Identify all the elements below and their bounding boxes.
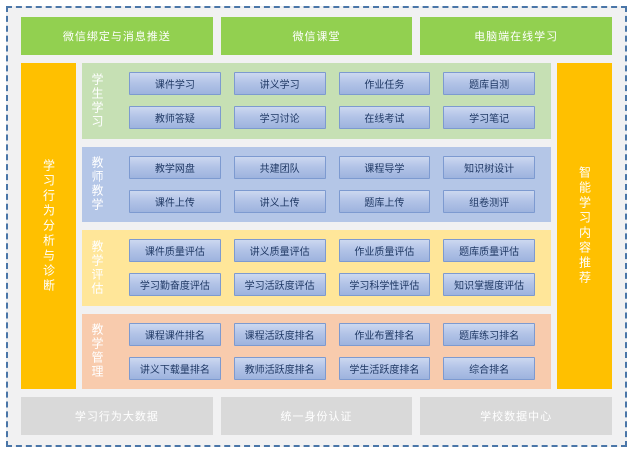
sections-column: 学生学习 课件学习 讲义学习 作业任务 题库自测 教师答疑 学习讨论 在线考试 … [82,63,551,389]
left-rail-label: 学习行为分析与诊断 [41,158,56,294]
module-grid: 教学网盘 共建团队 课程导学 知识树设计 课件上传 讲义上传 题库上传 组卷测评 [129,155,535,213]
module-button-online-exam[interactable]: 在线考试 [338,106,431,130]
module-button-course-courseware-ranking[interactable]: 课程课件排名 [129,322,221,346]
module-button-handout-quality-eval[interactable]: 讲义质量评估 [233,239,326,263]
module-button-question-bank-selftest[interactable]: 题库自测 [443,72,535,96]
module-button-activity-eval[interactable]: 学习活跃度评估 [233,273,326,297]
module-grid: 课件质量评估 讲义质量评估 作业质量评估 题库质量评估 学习勤奋度评估 学习活跃… [129,239,535,297]
module-button-homework-quality-eval[interactable]: 作业质量评估 [338,239,431,263]
module-button-course-guidance[interactable]: 课程导学 [338,155,431,179]
right-rail-label: 智能学习内容推荐 [577,166,592,286]
module-button-question-bank-upload[interactable]: 题库上传 [338,189,431,213]
section-label: 教学评估 [90,239,104,296]
module-button-learning-notes[interactable]: 学习笔记 [443,106,535,130]
module-button-teacher-qa[interactable]: 教师答疑 [129,106,221,130]
module-button-scientific-learning-eval[interactable]: 学习科学性评估 [338,273,431,297]
section-label: 学生学习 [90,72,104,129]
module-button-question-practice-ranking[interactable]: 题库练习排名 [443,322,535,346]
module-grid: 课程课件排名 课程活跃度排名 作业布置排名 题库练习排名 讲义下载量排名 教师活… [129,322,535,380]
top-bar: 微信绑定与消息推送 微信课堂 电脑端在线学习 [21,17,613,55]
module-button-student-activity-ranking[interactable]: 学生活跃度排名 [338,356,431,380]
left-rail-learning-behavior-analysis: 学习行为分析与诊断 [21,63,76,389]
module-button-team-building[interactable]: 共建团队 [233,155,326,179]
section-student-learning: 学生学习 课件学习 讲义学习 作业任务 题库自测 教师答疑 学习讨论 在线考试 … [82,63,551,139]
module-button-question-bank-quality-eval[interactable]: 题库质量评估 [443,239,535,263]
dashed-frame: 微信绑定与消息推送 微信课堂 电脑端在线学习 学习行为分析与诊断 学生学习 课件… [6,6,627,447]
section-teaching-evaluation: 教学评估 课件质量评估 讲义质量评估 作业质量评估 题库质量评估 学习勤奋度评估… [82,230,551,306]
top-button-wechat-classroom[interactable]: 微信课堂 [220,17,413,55]
module-button-course-activity-ranking[interactable]: 课程活跃度排名 [233,322,326,346]
top-button-wechat-binding-push[interactable]: 微信绑定与消息推送 [21,17,213,55]
module-button-handout-download-ranking[interactable]: 讲义下载量排名 [129,356,221,380]
section-label: 教师教学 [90,156,104,213]
section-teacher-teaching: 教师教学 教学网盘 共建团队 课程导学 知识树设计 课件上传 讲义上传 题库上传… [82,146,551,222]
module-button-knowledge-mastery-eval[interactable]: 知识掌握度评估 [443,273,535,297]
module-button-courseware-upload[interactable]: 课件上传 [129,189,221,213]
module-button-courseware-quality-eval[interactable]: 课件质量评估 [129,239,221,263]
module-button-teacher-activity-ranking[interactable]: 教师活跃度排名 [233,356,326,380]
top-button-pc-online-learning[interactable]: 电脑端在线学习 [420,17,613,55]
module-button-handout-learning[interactable]: 讲义学习 [233,72,326,96]
bottom-button-school-data-center[interactable]: 学校数据中心 [420,397,613,435]
bottom-button-learning-behavior-bigdata[interactable]: 学习行为大数据 [21,397,213,435]
module-grid: 课件学习 讲义学习 作业任务 题库自测 教师答疑 学习讨论 在线考试 学习笔记 [129,72,535,130]
module-button-teaching-cloud-drive[interactable]: 教学网盘 [129,155,221,179]
module-button-diligence-eval[interactable]: 学习勤奋度评估 [129,273,221,297]
module-button-handout-upload[interactable]: 讲义上传 [233,189,326,213]
module-button-homework-assignment-ranking[interactable]: 作业布置排名 [338,322,431,346]
bottom-bar: 学习行为大数据 统一身份认证 学校数据中心 [21,397,613,435]
module-button-paper-assembly-testing[interactable]: 组卷测评 [443,189,535,213]
module-button-homework-tasks[interactable]: 作业任务 [338,72,431,96]
module-button-learning-discussion[interactable]: 学习讨论 [233,106,326,130]
section-teaching-management: 教学管理 课程课件排名 课程活跃度排名 作业布置排名 题库练习排名 讲义下载量排… [82,313,551,389]
module-button-courseware-learning[interactable]: 课件学习 [129,72,221,96]
bottom-button-unified-identity-auth[interactable]: 统一身份认证 [220,397,413,435]
module-button-overall-ranking[interactable]: 综合排名 [443,356,535,380]
middle-area: 学习行为分析与诊断 学生学习 课件学习 讲义学习 作业任务 题库自测 教师答疑 … [21,63,612,389]
module-button-knowledge-tree-design[interactable]: 知识树设计 [443,155,535,179]
right-rail-smart-content-recommendation: 智能学习内容推荐 [557,63,612,389]
section-label: 教学管理 [90,323,104,380]
